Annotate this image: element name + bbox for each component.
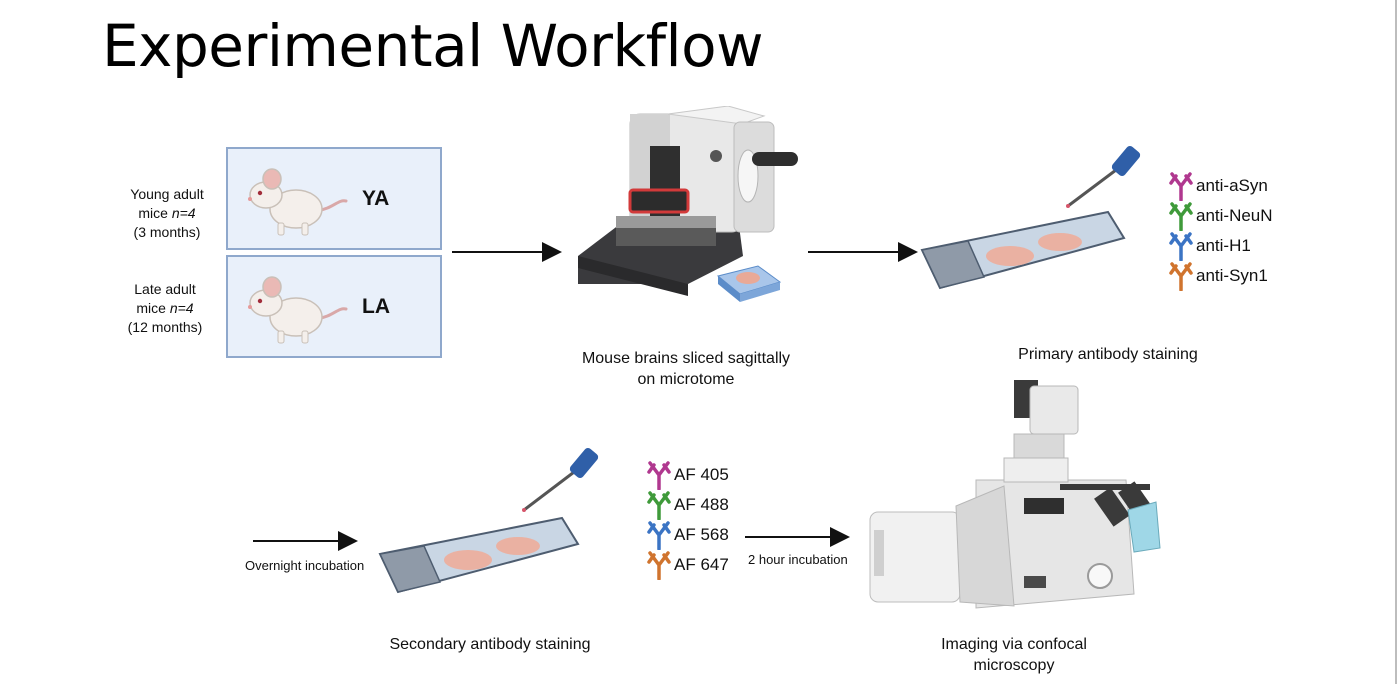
antibody-icon	[1169, 232, 1193, 261]
late-mouse-box: LA	[226, 255, 442, 358]
group-young-mice: mice	[138, 205, 172, 221]
page-title: Experimental Workflow	[102, 12, 764, 80]
primary-slide-icon	[920, 146, 1141, 290]
primary-antibody-label: anti-aSyn	[1196, 176, 1268, 195]
antibody-icon	[647, 521, 671, 550]
mouse-icon	[248, 276, 348, 344]
primary-antibody-item: anti-H1	[1168, 231, 1273, 261]
group-late-mice: mice	[136, 300, 170, 316]
secondary-antibody-list: AF 405 AF 488 AF 568 AF 647	[646, 460, 729, 580]
pipette-icon	[522, 448, 599, 512]
young-mouse-box: YA	[226, 147, 442, 250]
secondary-caption: Secondary antibody staining	[389, 636, 591, 653]
group-young-line1: Young adult	[130, 186, 204, 202]
primary-antibody-item: anti-NeuN	[1168, 201, 1273, 231]
group-late-age: (12 months)	[127, 319, 203, 335]
primary-antibody-label: anti-H1	[1196, 236, 1251, 255]
group-code-la: LA	[362, 295, 390, 318]
primary-antibody-list: anti-aSyn anti-NeuN anti-H1 anti-Syn1	[1168, 171, 1273, 291]
microtome-icon	[578, 106, 798, 302]
overnight-incubation-label: Overnight incubation	[245, 558, 365, 573]
primary-antibody-label: anti-NeuN	[1196, 206, 1273, 225]
secondary-antibody-item: AF 488	[646, 490, 729, 520]
antibody-icon	[1169, 172, 1193, 201]
group-late-line1: Late adult	[134, 281, 196, 297]
primary-antibody-label: anti-Syn1	[1196, 266, 1268, 285]
primary-antibody-item: anti-Syn1	[1168, 261, 1273, 291]
pipette-icon	[1066, 146, 1141, 208]
imaging-caption: Imaging via confocal microscopy	[884, 634, 1144, 676]
antibody-icon	[1169, 202, 1193, 231]
slicing-caption-line2: on microtome	[637, 371, 735, 388]
slicing-caption: Mouse brains sliced sagittally on microt…	[556, 348, 816, 390]
mouse-icon	[248, 168, 348, 236]
slicing-caption-line1: Mouse brains sliced sagittally	[581, 350, 791, 367]
secondary-antibody-item: AF 405	[646, 460, 729, 490]
antibody-icon	[647, 461, 671, 490]
group-young-age: (3 months)	[133, 224, 201, 240]
group-late-n: n=4	[169, 300, 194, 316]
secondary-antibody-label: AF 647	[674, 555, 729, 574]
two-hour-incubation-label: 2 hour incubation	[748, 552, 848, 567]
primary-caption: Primary antibody staining	[1018, 346, 1198, 363]
secondary-antibody-item: AF 568	[646, 520, 729, 550]
group-late-line2: mice n=4	[110, 299, 220, 318]
secondary-antibody-label: AF 568	[674, 525, 729, 544]
slide-edge	[1395, 0, 1397, 684]
secondary-antibody-label: AF 488	[674, 495, 729, 514]
secondary-antibody-item: AF 647	[646, 550, 729, 580]
secondary-antibody-label: AF 405	[674, 465, 729, 484]
secondary-slide-icon	[378, 448, 599, 594]
group-young-line2: mice n=4	[112, 204, 222, 223]
imaging-caption-line2: microscopy	[973, 657, 1055, 674]
imaging-caption-line1: Imaging via confocal	[941, 636, 1087, 653]
antibody-icon	[647, 491, 671, 520]
antibody-icon	[1169, 262, 1193, 291]
group-label-late: Late adult mice n=4 (12 months)	[110, 280, 220, 337]
group-label-young: Young adult mice n=4 (3 months)	[112, 185, 222, 242]
primary-antibody-item: anti-aSyn	[1168, 171, 1273, 201]
confocal-microscope-icon	[869, 380, 1161, 609]
group-code-ya: YA	[362, 187, 390, 210]
antibody-icon	[647, 551, 671, 580]
group-young-n: n=4	[171, 205, 196, 221]
